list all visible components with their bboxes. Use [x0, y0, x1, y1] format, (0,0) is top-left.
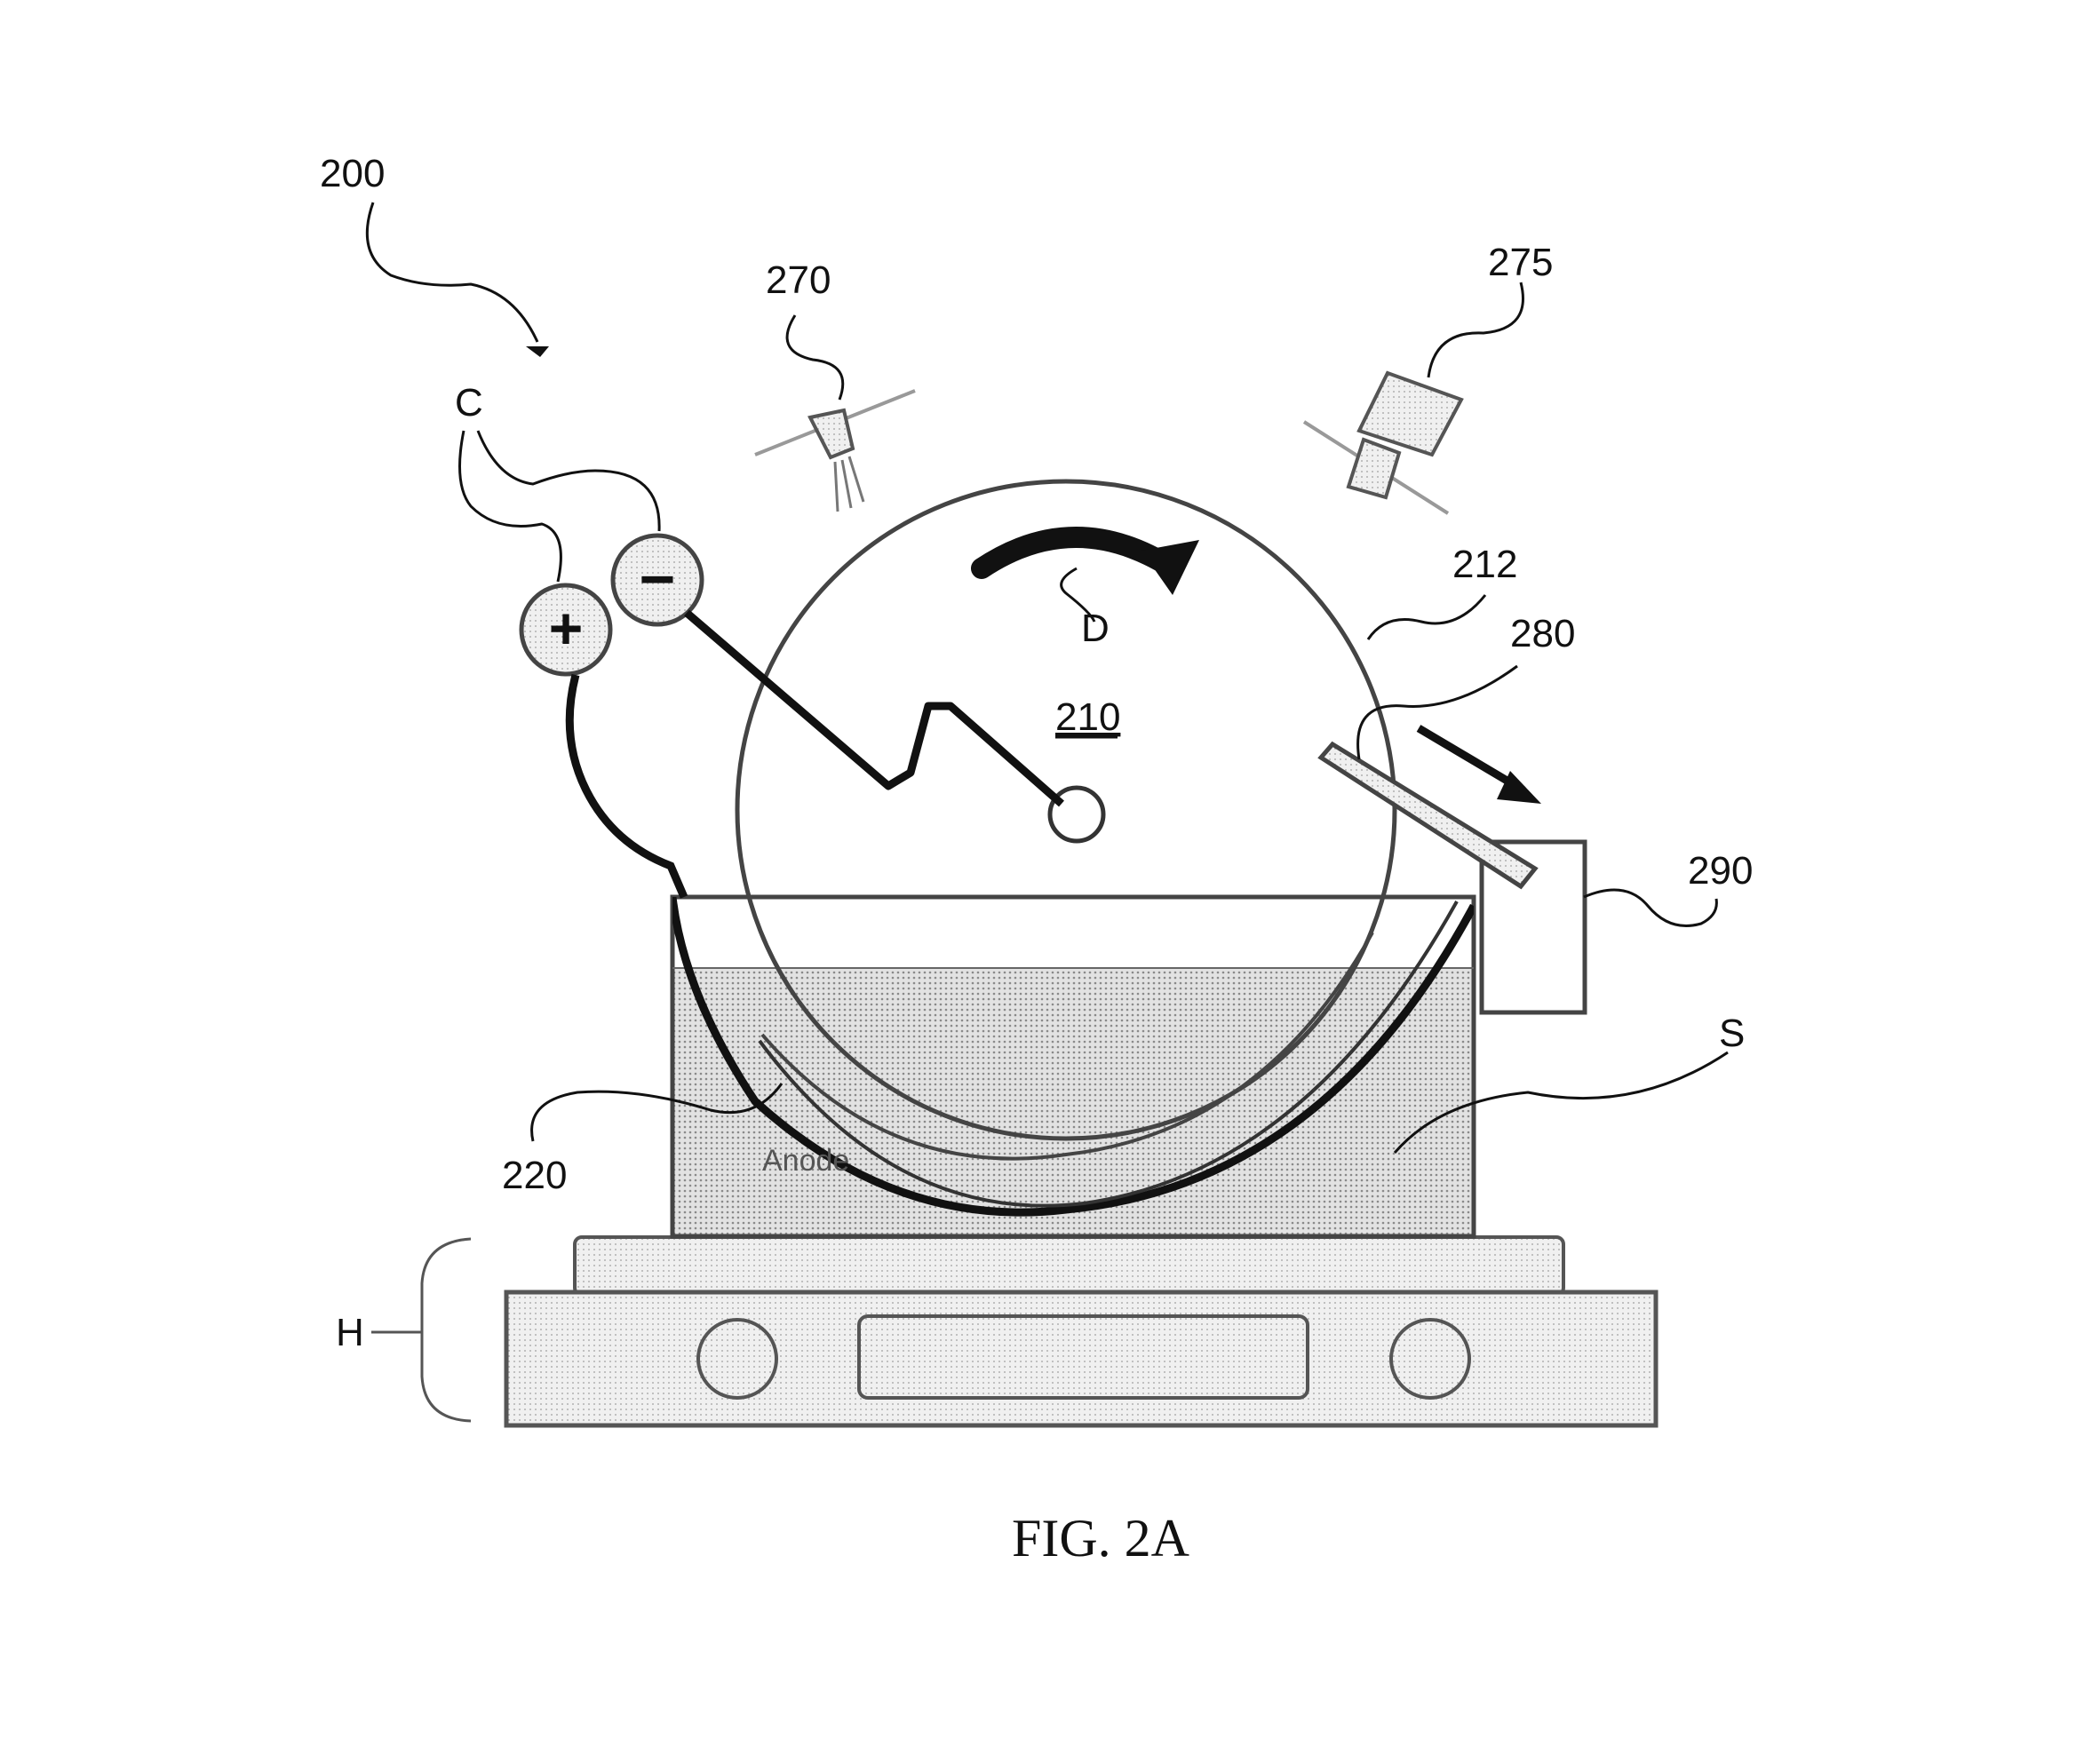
figure-caption: FIG. 2A — [1012, 1509, 1189, 1567]
leader-D — [1060, 567, 1096, 623]
spray-nozzle-270 — [754, 389, 916, 512]
label-H: H — [336, 1311, 364, 1354]
scraper-blade-280 — [1317, 741, 1539, 890]
label-200: 200 — [320, 152, 385, 195]
hot-plate-top — [573, 1235, 1565, 1297]
positive-terminal: + — [519, 583, 613, 677]
anode-220-inner — [760, 932, 1374, 1161]
leader-220 — [530, 1083, 784, 1142]
hot-plate-knob-right — [1389, 1318, 1471, 1400]
rotation-arrowhead — [1141, 540, 1199, 595]
label-D: D — [1081, 607, 1110, 650]
label-280: 280 — [1510, 612, 1575, 655]
leader-290 — [1583, 888, 1718, 927]
solution — [672, 968, 1474, 1236]
label-C: C — [455, 381, 483, 425]
rotating-drum-212 — [735, 479, 1397, 1141]
label-S: S — [1719, 1012, 1745, 1055]
anode-label: Anode — [762, 1144, 849, 1178]
label-275: 275 — [1488, 241, 1553, 284]
leader-275 — [1427, 282, 1524, 378]
negative-wire — [684, 609, 1064, 807]
label-220: 220 — [502, 1154, 567, 1197]
negative-terminal: − — [610, 533, 704, 627]
leader-270 — [785, 314, 845, 401]
leader-280 — [1356, 664, 1518, 760]
arrowhead-200 — [526, 346, 549, 357]
hot-plate-display — [857, 1314, 1309, 1400]
leader-S — [1393, 1051, 1729, 1154]
positive-symbol: + — [549, 595, 584, 661]
anode-220-outer — [758, 901, 1459, 1208]
leader-C — [458, 430, 661, 583]
bath-walls — [670, 894, 1476, 1239]
leader-200 — [365, 202, 539, 343]
hot-plate — [504, 1235, 1659, 1428]
label-290: 290 — [1688, 849, 1753, 893]
heater-brace — [420, 1237, 472, 1423]
label-210: 210 — [1055, 695, 1120, 739]
positive-wire — [565, 673, 688, 899]
label-212: 212 — [1452, 543, 1517, 586]
label-270: 270 — [766, 258, 831, 302]
anode-220 — [672, 897, 1474, 1217]
negative-symbol: − — [640, 544, 676, 614]
sensor-275 — [1302, 370, 1464, 515]
peel-arrowhead — [1497, 771, 1541, 804]
hot-plate-knob-left — [696, 1318, 778, 1400]
leader-212 — [1366, 594, 1487, 640]
